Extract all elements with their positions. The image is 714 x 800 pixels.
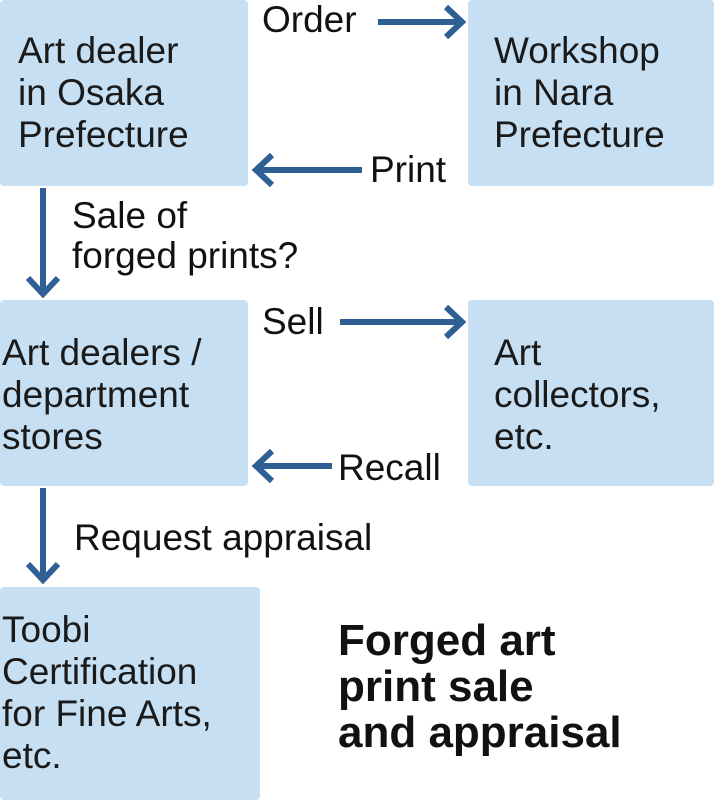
sell-label: Sell: [262, 301, 324, 342]
appraisal-arrow-head: [25, 561, 61, 585]
order-arrow-head: [443, 4, 467, 40]
sell-arrow-head: [443, 304, 467, 340]
diagram-title: Forged art print sale and appraisal: [338, 618, 622, 756]
dealers-stores-line-2: department: [2, 374, 190, 415]
nara-workshop-line-1: Workshop: [494, 30, 660, 71]
sale-of-forged-label: Sale of forged prints?: [72, 196, 298, 276]
title-line-2: print sale: [338, 662, 534, 711]
dealers-stores-box: Art dealers / department stores: [0, 300, 248, 486]
nara-workshop-line-2: in Nara: [494, 72, 614, 113]
collectors-box: Art collectors, etc.: [468, 300, 714, 486]
title-line-3: and appraisal: [338, 708, 622, 757]
nara-workshop-line-3: Prefecture: [494, 114, 665, 155]
toobi-line-3: for Fine Arts,: [2, 693, 212, 734]
collectors-line-3: etc.: [494, 416, 554, 457]
toobi-box: Toobi Certification for Fine Arts, etc.: [0, 587, 260, 800]
toobi-line-1: Toobi: [2, 609, 91, 650]
recall-arrow-head: [251, 448, 275, 484]
sale-of-forged-line-1: Sale of: [72, 195, 188, 236]
osaka-dealer-line-3: Prefecture: [18, 114, 189, 155]
osaka-dealer-line-1: Art dealer: [18, 30, 179, 71]
print-arrow-head: [251, 152, 275, 188]
recall-label: Recall: [338, 447, 441, 488]
title-line-1: Forged art: [338, 616, 556, 665]
dealers-stores-line-1: Art dealers /: [2, 332, 202, 373]
osaka-dealer-line-2: in Osaka: [18, 72, 165, 113]
collectors-line-2: collectors,: [494, 374, 661, 415]
print-label: Print: [370, 149, 447, 190]
osaka-dealer-box: Art dealer in Osaka Prefecture: [0, 0, 248, 186]
sale-of-forged-line-2: forged prints?: [72, 235, 299, 276]
order-label: Order: [262, 0, 357, 40]
toobi-line-2: Certification: [2, 651, 198, 692]
toobi-line-4: etc.: [2, 735, 62, 776]
nara-workshop-box: Workshop in Nara Prefecture: [468, 0, 714, 186]
dealers-stores-line-3: stores: [2, 416, 103, 457]
request-appraisal-label: Request appraisal: [74, 517, 373, 558]
collectors-line-1: Art: [494, 332, 542, 373]
sale-arrow-head: [25, 275, 61, 299]
